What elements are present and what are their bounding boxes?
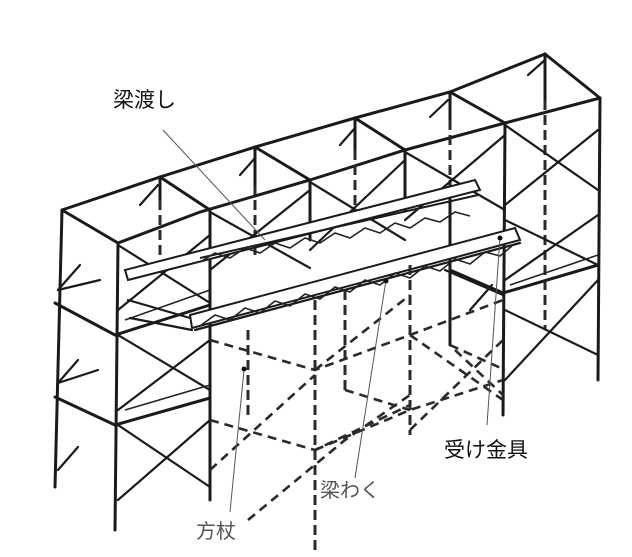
dashed-lower-frame [209, 265, 506, 555]
right-tower [443, 96, 602, 417]
left-tower [53, 208, 212, 532]
rear-posts [158, 52, 547, 330]
beam-bridge-truss [123, 178, 482, 282]
leader-lines [162, 129, 503, 513]
label-beam-bridge: 梁渡し [113, 88, 176, 112]
label-receiving-bracket: 受け金具 [444, 438, 528, 462]
top-ledgers [60, 52, 602, 245]
beam-frame-truss [126, 226, 522, 332]
label-knee-brace: 方杖 [196, 519, 236, 543]
label-beam-frame: 梁わく [320, 478, 380, 502]
